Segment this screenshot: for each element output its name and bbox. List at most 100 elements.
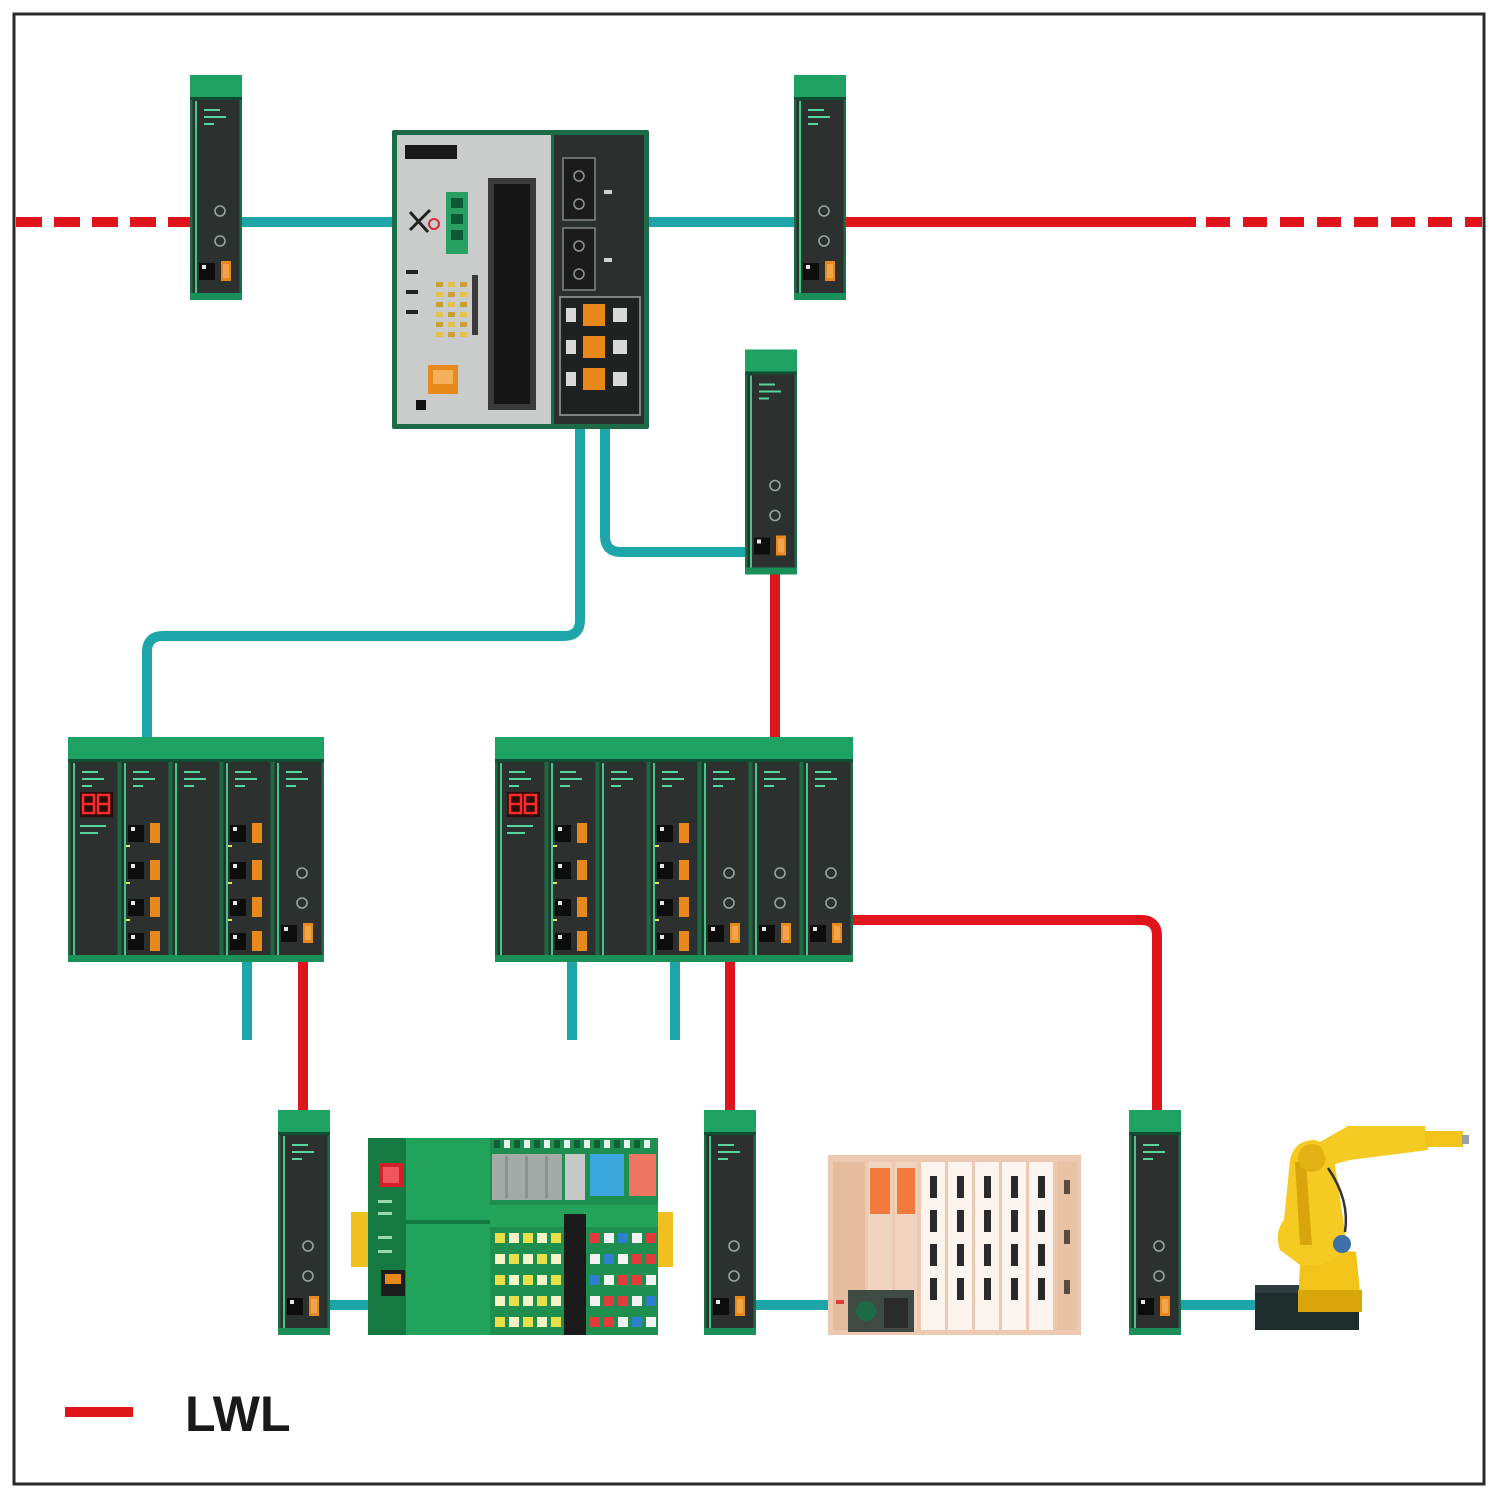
rj45-port — [583, 336, 605, 358]
end-plate-clip — [1064, 1180, 1070, 1194]
port-led — [613, 372, 627, 386]
comb-tooth — [614, 1140, 620, 1148]
status-led — [436, 302, 443, 307]
status-led — [460, 292, 467, 297]
comb-tooth — [584, 1140, 590, 1148]
industrial-robot — [1255, 1126, 1469, 1330]
terminal-point — [632, 1275, 642, 1285]
media-converter-top-right — [794, 75, 846, 300]
terminal-point — [618, 1275, 628, 1285]
media-converter-middle — [745, 350, 797, 575]
terminal-point — [632, 1296, 642, 1306]
bus-comb — [494, 1140, 650, 1148]
terminal-point — [604, 1296, 614, 1306]
terminal-point — [495, 1254, 505, 1264]
service-port-latch — [385, 1274, 401, 1284]
terminal-point — [590, 1275, 600, 1285]
label-mark — [378, 1250, 392, 1253]
end-plate-clip — [1064, 1230, 1070, 1244]
panel-mark — [406, 310, 418, 314]
terminal-point — [604, 1275, 614, 1285]
plc-end-plate — [1057, 1162, 1077, 1330]
comb-tooth — [604, 1140, 610, 1148]
terminal-point — [632, 1233, 642, 1243]
plc-slot — [1038, 1210, 1045, 1232]
robot-cable — [1326, 1167, 1348, 1233]
plc-slot — [1011, 1176, 1018, 1198]
rj45-port — [583, 368, 605, 390]
coupler-divider — [406, 1220, 490, 1224]
sfp-cage — [562, 227, 596, 291]
terminal-point — [551, 1317, 561, 1327]
plc-cpu-cover — [870, 1168, 890, 1214]
plc-slot — [1038, 1244, 1045, 1266]
terminal-point — [632, 1317, 642, 1327]
status-led — [448, 282, 455, 287]
bus-coupler — [406, 1138, 490, 1335]
comb-tooth — [544, 1140, 550, 1148]
media-converter-plc — [704, 1110, 756, 1335]
terminal-point — [495, 1317, 505, 1327]
din-rail-clip-right — [656, 1212, 673, 1267]
plc-rack — [828, 1155, 1081, 1335]
status-indicator-highlight — [383, 1167, 399, 1183]
switch-module-4port — [221, 737, 273, 962]
end-plate-clip — [1064, 1280, 1070, 1294]
plc-slot — [930, 1176, 937, 1198]
module-groove — [545, 1156, 548, 1198]
legend-label: LWL — [185, 1386, 291, 1442]
switch-module-blank — [170, 737, 222, 962]
port-led — [566, 308, 576, 322]
terminal-point — [632, 1254, 642, 1264]
plc-slot — [984, 1244, 991, 1266]
icon-stroke — [408, 208, 432, 232]
icon-stroke — [408, 210, 430, 234]
status-led — [436, 322, 443, 327]
rj45-port-block — [559, 296, 641, 416]
status-led — [436, 312, 443, 317]
terminal-point — [590, 1296, 600, 1306]
plc-terminal-slots — [930, 1176, 1045, 1300]
terminal-point — [604, 1254, 614, 1264]
port-led — [604, 190, 612, 194]
terminal-point — [537, 1233, 547, 1243]
terminal-point — [509, 1233, 519, 1243]
media-converter-io — [278, 1110, 330, 1335]
terminal-point — [495, 1275, 505, 1285]
terminal-point — [509, 1296, 519, 1306]
terminal-point — [618, 1233, 628, 1243]
terminal-point — [590, 1254, 600, 1264]
terminal-point — [551, 1233, 561, 1243]
terminal-point — [646, 1233, 656, 1243]
plc-slot — [957, 1176, 964, 1198]
status-led — [448, 302, 455, 307]
status-led-array — [436, 282, 467, 337]
status-led — [448, 322, 455, 327]
terminal-point — [590, 1233, 600, 1243]
fiber-port — [573, 240, 585, 252]
port-led — [613, 308, 627, 322]
separator-block — [564, 1214, 586, 1335]
plc-connector-socket — [884, 1298, 908, 1328]
legend: LWL — [65, 1386, 291, 1442]
status-led — [460, 302, 467, 307]
label-mark — [378, 1200, 392, 1203]
connector-pin — [451, 198, 463, 208]
icon-ring — [428, 218, 440, 230]
connector-pin — [451, 230, 463, 240]
switch-module-4port — [119, 737, 171, 962]
comb-tooth — [624, 1140, 630, 1148]
io-station — [351, 1138, 673, 1335]
module-groove — [505, 1156, 508, 1198]
plc-connector-plug — [856, 1301, 876, 1321]
terminal-point — [495, 1296, 505, 1306]
terminal-point — [604, 1317, 614, 1327]
terminal-point — [537, 1296, 547, 1306]
switch-module-head — [68, 737, 120, 962]
fiber-cable-to-robot-converter — [848, 915, 1162, 1112]
port-led — [566, 372, 576, 386]
fiber-port — [573, 268, 585, 280]
io-module-blue — [590, 1154, 624, 1196]
terminal-point — [551, 1275, 561, 1285]
io-module-red — [629, 1154, 656, 1196]
